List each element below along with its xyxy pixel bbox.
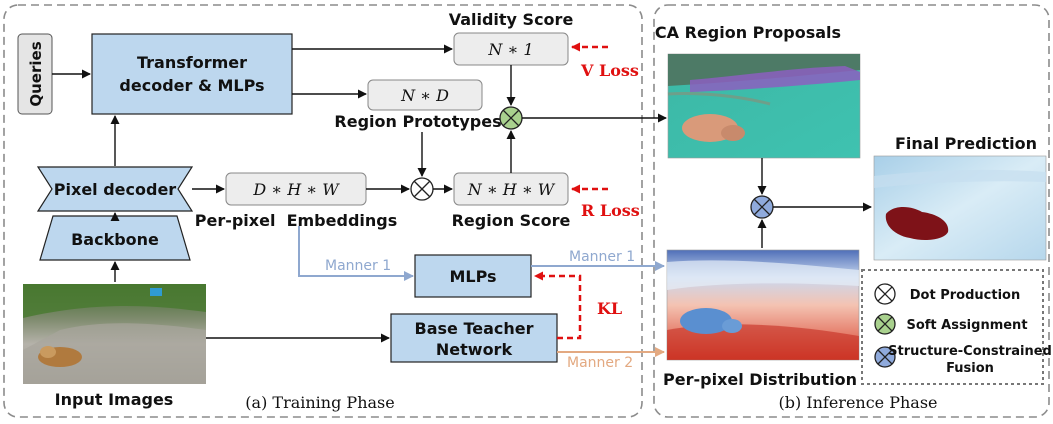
legend-soft-assignment-label: Soft Assignment [906, 318, 1027, 333]
legend-fusion-icon [874, 346, 896, 368]
fusion-operator [750, 195, 774, 219]
legend-fusion-label-2: Fusion [946, 361, 994, 376]
manner1-training-label: Manner 1 [325, 258, 391, 274]
region-prototypes-label: Region Prototypes [334, 112, 501, 131]
input-images-label: Input Images [55, 390, 174, 409]
queries-label: Queries [27, 41, 45, 106]
teacher-label-1: Base Teacher [415, 319, 534, 338]
pixel-decoder-label: Pixel decoder [54, 180, 177, 199]
soft-assignment-operator [499, 106, 523, 130]
mlps-label: MLPs [449, 267, 496, 286]
ca-region-title: CA Region Proposals [655, 23, 841, 42]
mlps-box [414, 254, 532, 298]
legend-dot-production-label: Dot Production [910, 288, 1020, 303]
transformer-label-1: Transformer [137, 53, 247, 72]
embedding-formula: D ∗ H ∗ W [252, 180, 340, 199]
region-score-formula: N ∗ H ∗ W [467, 180, 556, 199]
pixel-decoder-block [36, 166, 194, 212]
input-image [23, 284, 206, 384]
inference-phase-panel [653, 4, 1050, 418]
kl-loss-connector [534, 271, 582, 340]
r-loss-label: R Loss [581, 201, 640, 220]
training-arrows [52, 44, 667, 343]
inference-arrows [757, 158, 872, 248]
backbone-label: Backbone [71, 230, 159, 249]
transformer-label-2: decoder & MLPs [119, 76, 264, 95]
v-loss-label: V Loss [580, 61, 639, 80]
prototype-formula: N ∗ D [400, 86, 449, 105]
training-phase-panel [3, 4, 643, 418]
dot-production-operator [410, 177, 434, 201]
final-prediction-title: Final Prediction [895, 134, 1037, 153]
per-pixel-distribution-image [666, 249, 860, 361]
per-pixel-distribution-label: Per-pixel Distribution [663, 370, 857, 389]
legend-soft-assignment-icon [874, 313, 896, 335]
training-phase-caption: (a) Training Phase [245, 393, 394, 412]
manner2-label: Manner 2 [567, 355, 633, 371]
manner1-inference-label: Manner 1 [569, 249, 635, 265]
ca-region-proposals-image [667, 53, 861, 159]
validity-score-title: Validity Score [449, 10, 574, 29]
region-prototypes-box [367, 79, 483, 111]
region-score-label: Region Score [452, 211, 571, 230]
legend-fusion-label-1: Structure-Constrained [888, 344, 1052, 359]
transformer-decoder-box [91, 33, 293, 115]
kl-label: KL [597, 299, 622, 318]
teacher-label-2: Network [436, 340, 513, 359]
manner1-training-arrow [298, 226, 414, 281]
final-prediction-image [873, 155, 1047, 261]
inference-phase-caption: (b) Inference Phase [778, 393, 937, 412]
per-pixel-embeddings-label: Per-pixel Embeddings [195, 211, 398, 230]
validity-formula: N ∗ 1 [487, 40, 533, 59]
backbone-block [39, 215, 191, 261]
legend-dot-production-icon [874, 283, 896, 305]
